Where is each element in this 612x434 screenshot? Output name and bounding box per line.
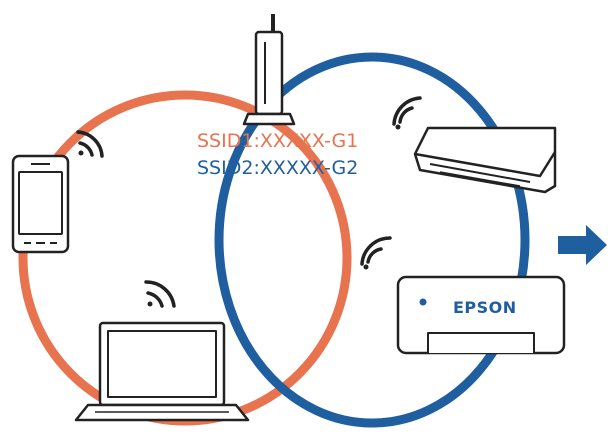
- wifi-signal-icon: [144, 280, 176, 308]
- wifi-signal-icon: [76, 130, 104, 158]
- printer-icon: [396, 275, 566, 355]
- ssid-1-label: SSID1:XXXXX-G1: [197, 130, 358, 152]
- ssid-2-label: SSID2:XXXXX-G2: [197, 157, 358, 179]
- wifi-signal-icon: [392, 96, 422, 130]
- printer-brand-label: EPSON: [453, 298, 517, 317]
- wifi-signal-icon: [360, 236, 392, 270]
- wifi-router-icon: [242, 14, 296, 126]
- smartphone-icon: [11, 154, 70, 254]
- arrow-right-icon: [558, 225, 607, 265]
- laptop-icon: [74, 321, 250, 422]
- mobile-printer-icon: [413, 126, 557, 194]
- network-2-ring: [214, 52, 530, 428]
- power-indicator: [419, 298, 427, 306]
